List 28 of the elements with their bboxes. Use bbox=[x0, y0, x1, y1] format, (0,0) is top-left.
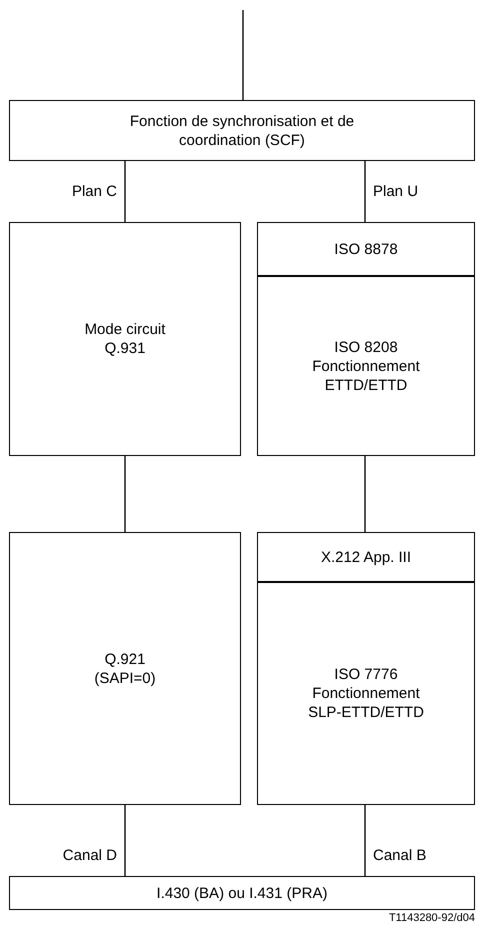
connector-line bbox=[124, 161, 126, 222]
layer-box bbox=[257, 222, 475, 276]
layer-box bbox=[9, 876, 475, 910]
layer-text: Mode circuit bbox=[84, 320, 166, 339]
layer-text: Fonctionnement SLP-ETTD/ETTD bbox=[307, 684, 425, 722]
connector-line bbox=[364, 456, 366, 532]
layer-box bbox=[9, 532, 241, 805]
layer-box bbox=[257, 276, 475, 456]
layer-box bbox=[257, 582, 475, 805]
layer-text: ISO 8208 bbox=[334, 338, 398, 356]
connector-line bbox=[124, 805, 126, 876]
layer-text: X.212 App. III bbox=[320, 548, 412, 566]
layer-text: Fonctionnement ETTD/ETTD bbox=[311, 356, 421, 394]
layer-text: Q.921 bbox=[104, 650, 146, 668]
connector-line bbox=[364, 161, 366, 222]
layer-text: ISO 7776 bbox=[334, 665, 398, 684]
layer-text: I.430 (BA) ou I.431 (PRA) bbox=[156, 884, 328, 902]
layer-box bbox=[257, 532, 475, 582]
layer-text: Fonction de synchronisation et de coordination (SCF) bbox=[128, 112, 356, 150]
figure-reference: T1143280-92/d04 bbox=[388, 912, 475, 925]
layer-text: Q.931 bbox=[104, 339, 146, 358]
connector-line bbox=[242, 10, 244, 100]
layer-text: (SAPI=0) bbox=[94, 668, 156, 688]
connector-line bbox=[364, 805, 366, 876]
layer-text: ISO 8878 bbox=[334, 240, 398, 258]
layer-box bbox=[9, 100, 475, 161]
layer-box bbox=[9, 222, 241, 456]
connector-line bbox=[124, 456, 126, 532]
